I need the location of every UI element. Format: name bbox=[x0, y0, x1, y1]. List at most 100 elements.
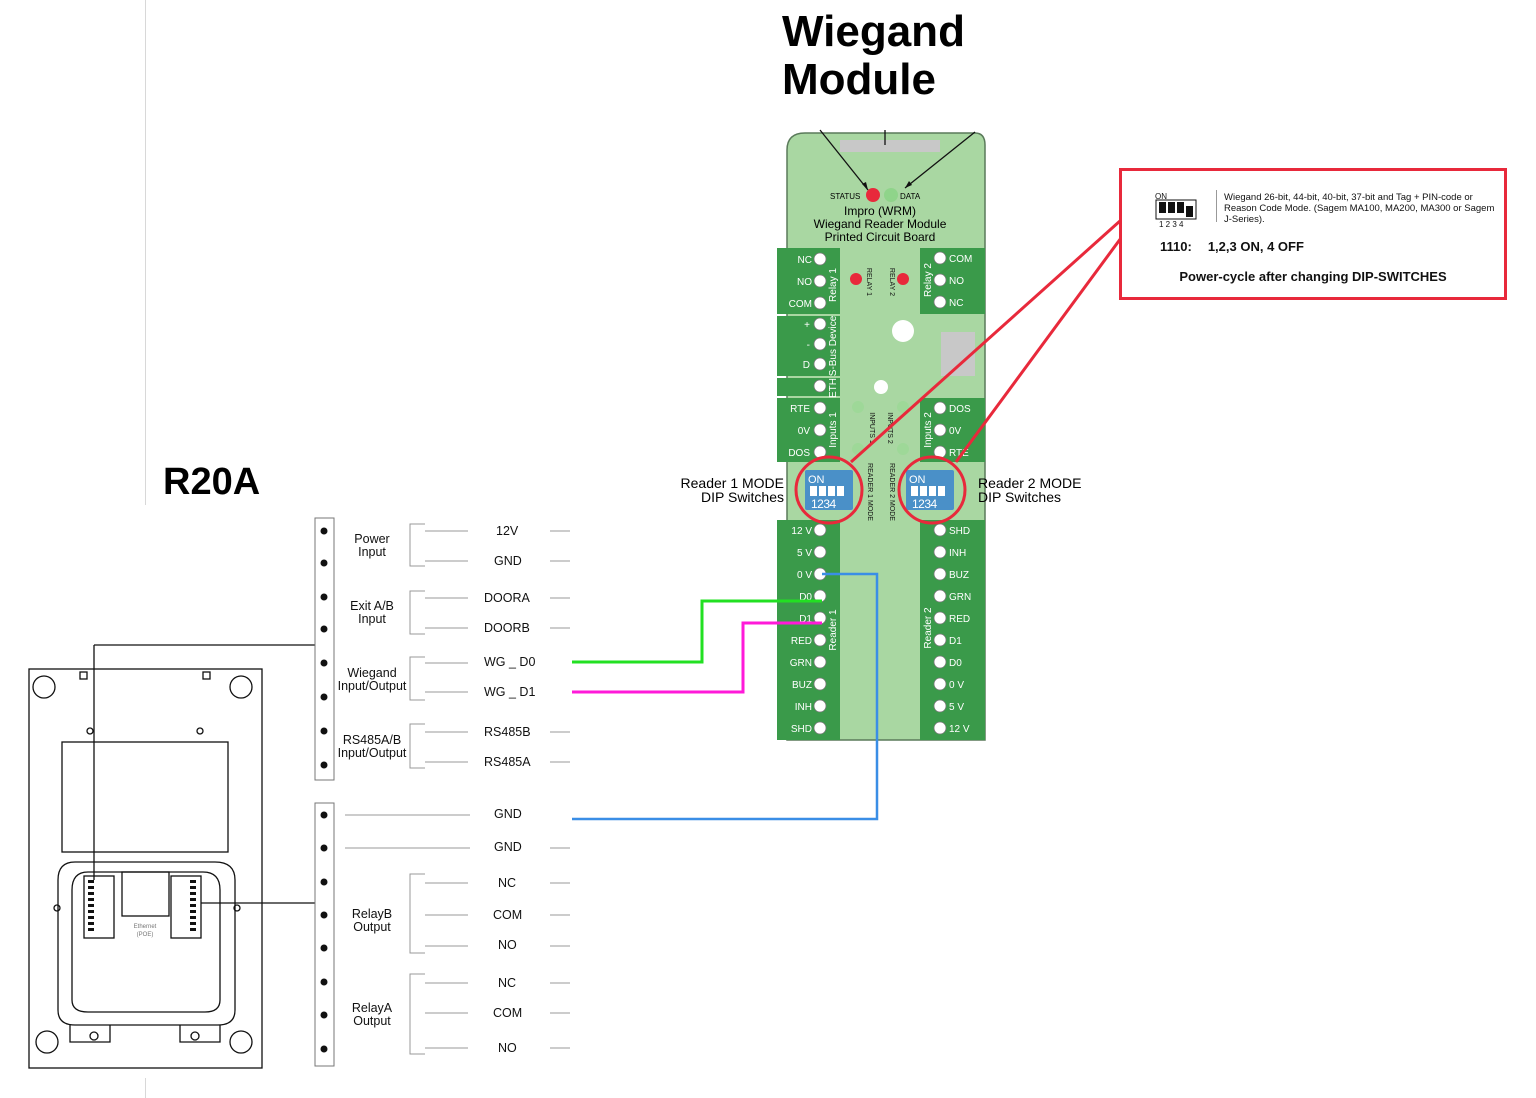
wire-gnd-to-0v bbox=[572, 572, 879, 821]
reader1-pin-inh: INH bbox=[795, 702, 812, 713]
reader1-pin-12v: 12 V bbox=[791, 526, 812, 537]
info-code: 1110:1,2,3 ON, 4 OFF bbox=[1160, 239, 1304, 254]
reader2-block-label: Reader 2 bbox=[923, 607, 934, 649]
inputs1-pin-0v: 0V bbox=[798, 426, 811, 437]
eth-block-label: ETH bbox=[828, 378, 839, 398]
device-ethernet-text: Ethernet bbox=[134, 924, 157, 930]
signal-gnd-1: GND bbox=[494, 807, 522, 821]
sbus-pin-plus: + bbox=[804, 320, 810, 331]
reader1-pin-red: RED bbox=[791, 636, 812, 647]
wire-wg-d0-to-d0 bbox=[572, 599, 822, 664]
signal-rs485b: RS485B bbox=[484, 725, 531, 739]
reader1-block-label: Reader 1 bbox=[828, 609, 839, 651]
data-text: DATA bbox=[900, 192, 921, 201]
reader-title: R20A bbox=[163, 461, 261, 503]
reader2-mode-label: READER 2 MODE bbox=[888, 463, 895, 521]
reader1-pin-grn: GRN bbox=[790, 658, 812, 669]
info-description: Wiegand 26-bit, 44-bit, 40-bit, 37-bit a… bbox=[1224, 192, 1495, 225]
svg-text:1 2 3 4: 1 2 3 4 bbox=[1159, 220, 1184, 229]
info-note: Power-cycle after changing DIP-SWITCHES bbox=[1179, 269, 1447, 284]
callout-line-1 bbox=[849, 210, 1132, 464]
data-led bbox=[884, 188, 898, 202]
reader2-pin-buz: BUZ bbox=[949, 570, 969, 581]
device-poe-text: (POE) bbox=[137, 932, 154, 938]
dip-info-box: ON 1 2 3 4 Wiegand 26-bit, 44-bit, 40-bi… bbox=[1119, 168, 1507, 300]
relay1-led-label: RELAY 1 bbox=[865, 268, 872, 296]
relay1-pin-com: COM bbox=[789, 299, 812, 310]
signal-rs485a: RS485A bbox=[484, 755, 531, 769]
r20a-terminal-strips bbox=[314, 517, 570, 1067]
reader1-pin-shd: SHD bbox=[791, 724, 812, 735]
signal-wg-d0: WG _ D0 bbox=[484, 655, 536, 669]
svg-text:ON: ON bbox=[808, 474, 825, 486]
reader2-pin-grn: GRN bbox=[949, 592, 971, 603]
reader2-pin-5v: 5 V bbox=[949, 702, 964, 713]
signal-gnd-2: GND bbox=[494, 840, 522, 854]
reader1-dip-highlight bbox=[794, 455, 864, 525]
sbus-terminal bbox=[777, 316, 840, 376]
divider-line bbox=[145, 0, 146, 505]
reader2-pin-12v: 12 V bbox=[949, 724, 970, 735]
sbus-pin-d: D bbox=[803, 360, 810, 371]
reader2-pin-d0: D0 bbox=[949, 658, 962, 669]
inputs1-pin-rte: RTE bbox=[790, 404, 810, 415]
inputs1-block-label: Inputs 1 bbox=[828, 412, 839, 448]
reader1-mode-label: READER 1 MODE bbox=[866, 463, 873, 521]
inputs1-led-label: INPUTS 1 bbox=[868, 412, 875, 444]
relay1-pin-nc: NC bbox=[798, 255, 812, 266]
reader2-pin-inh: INH bbox=[949, 548, 966, 559]
svg-text:1234: 1234 bbox=[811, 497, 837, 511]
relay2-led-label: RELAY 2 bbox=[888, 268, 895, 296]
relay2-pin-com: COM bbox=[949, 254, 972, 265]
inputs2-pin-dos: DOS bbox=[949, 404, 971, 415]
inputs2-block-label: Inputs 2 bbox=[923, 412, 934, 448]
status-led bbox=[866, 188, 880, 202]
reader1-dip-switch: ON 1234 bbox=[805, 470, 853, 511]
inputs1-terminal bbox=[777, 398, 840, 462]
module-title: Wiegand Module bbox=[782, 7, 965, 104]
reader2-pin-d1: D1 bbox=[949, 636, 962, 647]
relay2-pin-no: NO bbox=[949, 276, 964, 287]
signal-relayb-no: NO bbox=[498, 938, 517, 952]
wire-wg-d1-to-d1 bbox=[572, 621, 822, 694]
callout-line-2 bbox=[954, 218, 1137, 463]
inputs1-pin-dos: DOS bbox=[788, 448, 810, 459]
r20a-connector-pins bbox=[88, 880, 196, 931]
reader2-dip-switch: ON 1234 bbox=[906, 470, 954, 511]
pcb-desc-3: Printed Circuit Board bbox=[825, 230, 936, 244]
relay1-block-label: Relay 1 bbox=[828, 268, 839, 302]
signal-doora: DOORA bbox=[484, 591, 530, 605]
sbus-block-label: S-Bus Device bbox=[828, 315, 839, 376]
inputs2-pin-0v: 0V bbox=[949, 426, 962, 437]
reader1-pin-0v: 0 V bbox=[797, 570, 812, 581]
reader2-pin-red: RED bbox=[949, 614, 970, 625]
signal-relaya-com: COM bbox=[493, 1006, 523, 1020]
relay2-terminal bbox=[920, 248, 985, 314]
signal-wg-d1: WG _ D1 bbox=[484, 685, 536, 699]
relay2-pin-nc: NC bbox=[949, 298, 963, 309]
signal-12v: 12V bbox=[496, 524, 519, 538]
relay1-pin-no: NO bbox=[797, 277, 812, 288]
reader2-pin-shd: SHD bbox=[949, 526, 970, 537]
reader2-terminal bbox=[920, 520, 985, 740]
sbus-pin-minus: - bbox=[807, 340, 810, 351]
svg-text:ON: ON bbox=[909, 474, 926, 486]
reader1-pin-d1: D1 bbox=[799, 614, 812, 625]
divider-line-bottom bbox=[145, 1078, 146, 1098]
pcb-desc-2: Wiegand Reader Module bbox=[814, 217, 947, 231]
signal-relaya-nc: NC bbox=[498, 976, 517, 990]
relay2-block-label: Relay 2 bbox=[923, 263, 934, 297]
reader1-pin-5v: 5 V bbox=[797, 548, 812, 559]
pcb-desc-1: Impro (WRM) bbox=[844, 204, 916, 218]
reader1-terminal bbox=[777, 520, 840, 740]
inputs2-terminal bbox=[920, 398, 985, 462]
signal-doorb: DOORB bbox=[484, 621, 530, 635]
